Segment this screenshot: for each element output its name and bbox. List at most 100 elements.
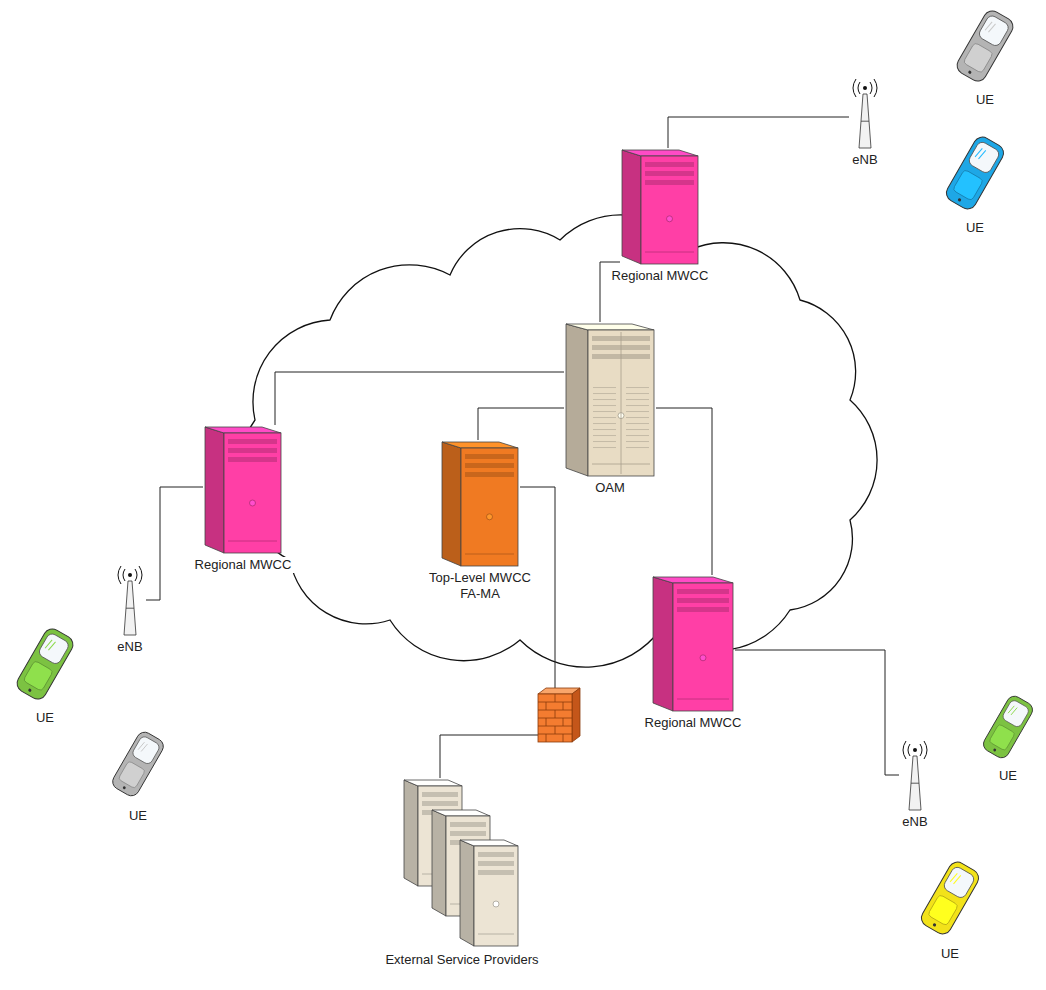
server-side bbox=[432, 810, 446, 916]
screen-glare bbox=[48, 641, 55, 651]
vent-line bbox=[593, 447, 616, 448]
drive-bay bbox=[422, 801, 458, 806]
regional-server: Regional MWCC bbox=[190, 425, 297, 573]
network-link bbox=[735, 650, 899, 775]
drive-bay bbox=[645, 171, 694, 176]
power-button bbox=[667, 216, 673, 222]
radio-wave bbox=[123, 569, 125, 581]
node-label: Regional MWCC bbox=[642, 715, 745, 731]
base-station: eNB bbox=[111, 565, 149, 655]
network-link bbox=[478, 408, 564, 440]
vent-line bbox=[626, 399, 649, 400]
node-label: UE bbox=[949, 92, 1021, 108]
vent-line bbox=[593, 393, 616, 394]
server-top bbox=[566, 324, 654, 330]
radio-wave bbox=[139, 566, 142, 584]
antenna-mast bbox=[124, 581, 136, 635]
vent-line bbox=[593, 387, 616, 388]
phone-screen bbox=[967, 140, 1001, 175]
node-label: UE bbox=[939, 220, 1011, 236]
phone-case bbox=[981, 693, 1036, 760]
vent-line bbox=[593, 429, 616, 430]
antenna-mast bbox=[859, 94, 871, 148]
node-icon bbox=[440, 440, 520, 568]
base-station: eNB bbox=[846, 78, 884, 168]
mast-brace bbox=[126, 608, 134, 609]
firewall-icon bbox=[538, 688, 580, 742]
phone-keypad bbox=[989, 724, 1016, 751]
drive-bay bbox=[465, 472, 514, 477]
screen-glare bbox=[954, 874, 961, 885]
server-front bbox=[588, 330, 654, 476]
phone-screen bbox=[977, 14, 1010, 48]
antenna-tip bbox=[863, 86, 867, 90]
vent-line bbox=[626, 387, 649, 388]
network-link bbox=[668, 117, 849, 148]
screen-glare bbox=[141, 743, 147, 752]
phone-keypad bbox=[963, 42, 993, 73]
node-icon bbox=[849, 78, 881, 150]
node-icon bbox=[950, 2, 1020, 90]
radio-wave bbox=[874, 79, 877, 97]
drive-bay bbox=[228, 439, 277, 444]
phone-body bbox=[918, 859, 982, 937]
drive-bay bbox=[645, 180, 694, 185]
phone-body bbox=[981, 693, 1036, 760]
node-label: Regional MWCC bbox=[192, 557, 295, 573]
phone-body bbox=[943, 134, 1007, 212]
server-front bbox=[224, 433, 281, 553]
server-side bbox=[404, 780, 418, 886]
mast-brace bbox=[911, 783, 919, 784]
network-link bbox=[656, 408, 712, 575]
antenna-tip bbox=[128, 573, 132, 577]
icon-art bbox=[14, 626, 76, 703]
vent-line bbox=[593, 411, 616, 412]
icon-art bbox=[943, 134, 1007, 212]
vent-line bbox=[593, 435, 616, 436]
drive-bay bbox=[677, 589, 729, 594]
phone-button bbox=[932, 923, 936, 927]
icon-art bbox=[442, 442, 518, 566]
server-trim bbox=[677, 699, 729, 700]
external-servers: External Service Providers bbox=[380, 778, 544, 968]
node-label: UE bbox=[9, 710, 81, 726]
icon-art bbox=[653, 577, 733, 711]
mast-brace bbox=[861, 121, 869, 122]
vent-line bbox=[626, 417, 649, 418]
server-trim bbox=[228, 541, 277, 542]
node-label: UE bbox=[977, 768, 1039, 784]
phone-case bbox=[14, 626, 76, 703]
server-top bbox=[622, 150, 698, 156]
user-equipment: UE bbox=[975, 688, 1041, 784]
node-icon bbox=[978, 688, 1038, 766]
user-equipment: UE bbox=[937, 128, 1013, 236]
node-icon bbox=[620, 148, 700, 266]
network-cloud bbox=[237, 215, 877, 667]
drive-bay bbox=[228, 457, 277, 462]
vent-line bbox=[593, 441, 616, 442]
server-trim bbox=[465, 554, 514, 555]
icon-art bbox=[853, 79, 877, 148]
server-side bbox=[622, 150, 641, 264]
power-button bbox=[700, 655, 706, 661]
phone-button bbox=[957, 198, 961, 202]
power-button bbox=[250, 500, 256, 506]
drive-bay bbox=[677, 598, 729, 603]
drive-bay bbox=[478, 870, 514, 875]
node-icon bbox=[940, 128, 1010, 218]
regional-server: Regional MWCC bbox=[607, 148, 714, 284]
node-label: eNB bbox=[898, 814, 932, 830]
antenna-mast bbox=[909, 756, 921, 810]
screen-glare bbox=[988, 23, 995, 33]
top-level-server: Top-Level MWCC FA-MA bbox=[423, 440, 537, 603]
vent-line bbox=[593, 417, 616, 418]
radio-wave bbox=[858, 82, 860, 94]
phone-case bbox=[954, 8, 1016, 85]
phone-body bbox=[954, 8, 1016, 85]
rack-divider bbox=[621, 332, 622, 474]
user-equipment: UE bbox=[947, 2, 1023, 108]
node-icon bbox=[203, 425, 283, 555]
phone-button bbox=[993, 748, 997, 752]
